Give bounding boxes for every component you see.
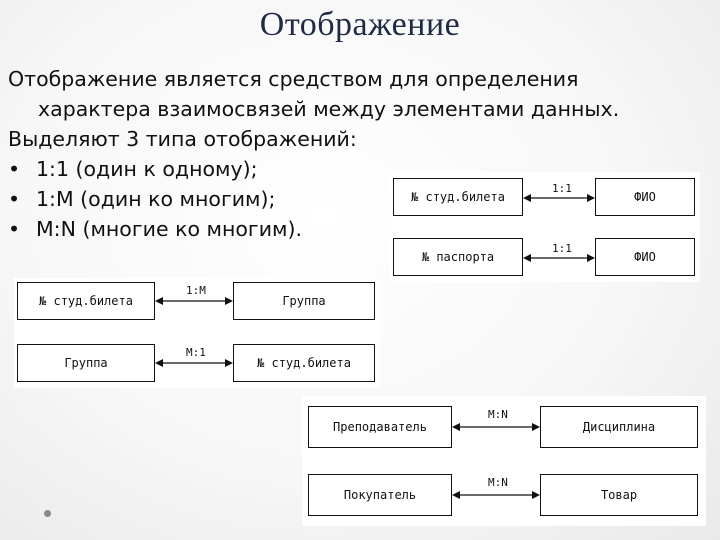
bullet-item: • 1:M (один ко многим); — [8, 184, 708, 214]
double-headed-arrow-icon — [155, 297, 233, 305]
double-headed-arrow-icon — [452, 491, 540, 499]
bullet-icon: • — [8, 187, 21, 211]
diagram-one-to-one: № студ.билета 1:1 ФИО № паспорта 1:1 ФИО — [390, 172, 700, 282]
entity-box-right: ФИО — [595, 238, 695, 276]
bullet-icon: • — [8, 217, 21, 241]
double-headed-arrow-icon — [452, 423, 540, 431]
relation-label: 1:1 — [552, 242, 572, 255]
paragraph-line: Отображение является средством для опред… — [8, 67, 579, 91]
entity-box-right: № студ.билета — [233, 344, 375, 382]
entity-box-right: Группа — [233, 282, 375, 320]
bullet-icon: • — [8, 157, 21, 181]
paragraph-line: характера взаимосвязей между элементами … — [38, 97, 620, 121]
entity-box-left: Преподаватель — [308, 406, 452, 448]
entity-box-left: Покупатель — [308, 474, 452, 516]
entity-box-left: № паспорта — [393, 238, 523, 276]
bullet-text: 1:1 (один к одному); — [36, 157, 258, 181]
bullet-item: • M:N (многие ко многим). — [8, 214, 708, 244]
slide-body: Отображение является средством для опред… — [8, 64, 708, 244]
relation-label: 1:М — [186, 284, 206, 297]
entity-box-left: № студ.билета — [17, 282, 155, 320]
relation-label: 1:1 — [552, 182, 572, 195]
diagram-many-to-many: Преподаватель M:N Дисциплина Покупатель … — [302, 396, 706, 526]
bullet-text: 1:M (один ко многим); — [36, 187, 276, 211]
diagram-one-to-many: № студ.билета 1:М Группа Группа М:1 № ст… — [14, 278, 380, 388]
relation-label: M:N — [488, 476, 508, 489]
relation-label: M:N — [488, 408, 508, 421]
entity-box-right: Дисциплина — [540, 406, 698, 448]
double-headed-arrow-icon — [523, 194, 595, 202]
bullet-text: M:N (многие ко многим). — [36, 217, 302, 241]
intro-line: Выделяют 3 типа отображений: — [8, 127, 357, 151]
entity-box-right: Товар — [540, 474, 698, 516]
entity-box-left: Группа — [17, 344, 155, 382]
slide-title: Отображение — [259, 6, 461, 43]
double-headed-arrow-icon — [155, 359, 233, 367]
double-headed-arrow-icon — [523, 254, 595, 262]
bullet-item: • 1:1 (один к одному); — [8, 154, 708, 184]
entity-box-right: ФИО — [595, 178, 695, 216]
dot-icon — [44, 510, 51, 517]
relation-label: М:1 — [186, 346, 206, 359]
entity-box-left: № студ.билета — [393, 178, 523, 216]
